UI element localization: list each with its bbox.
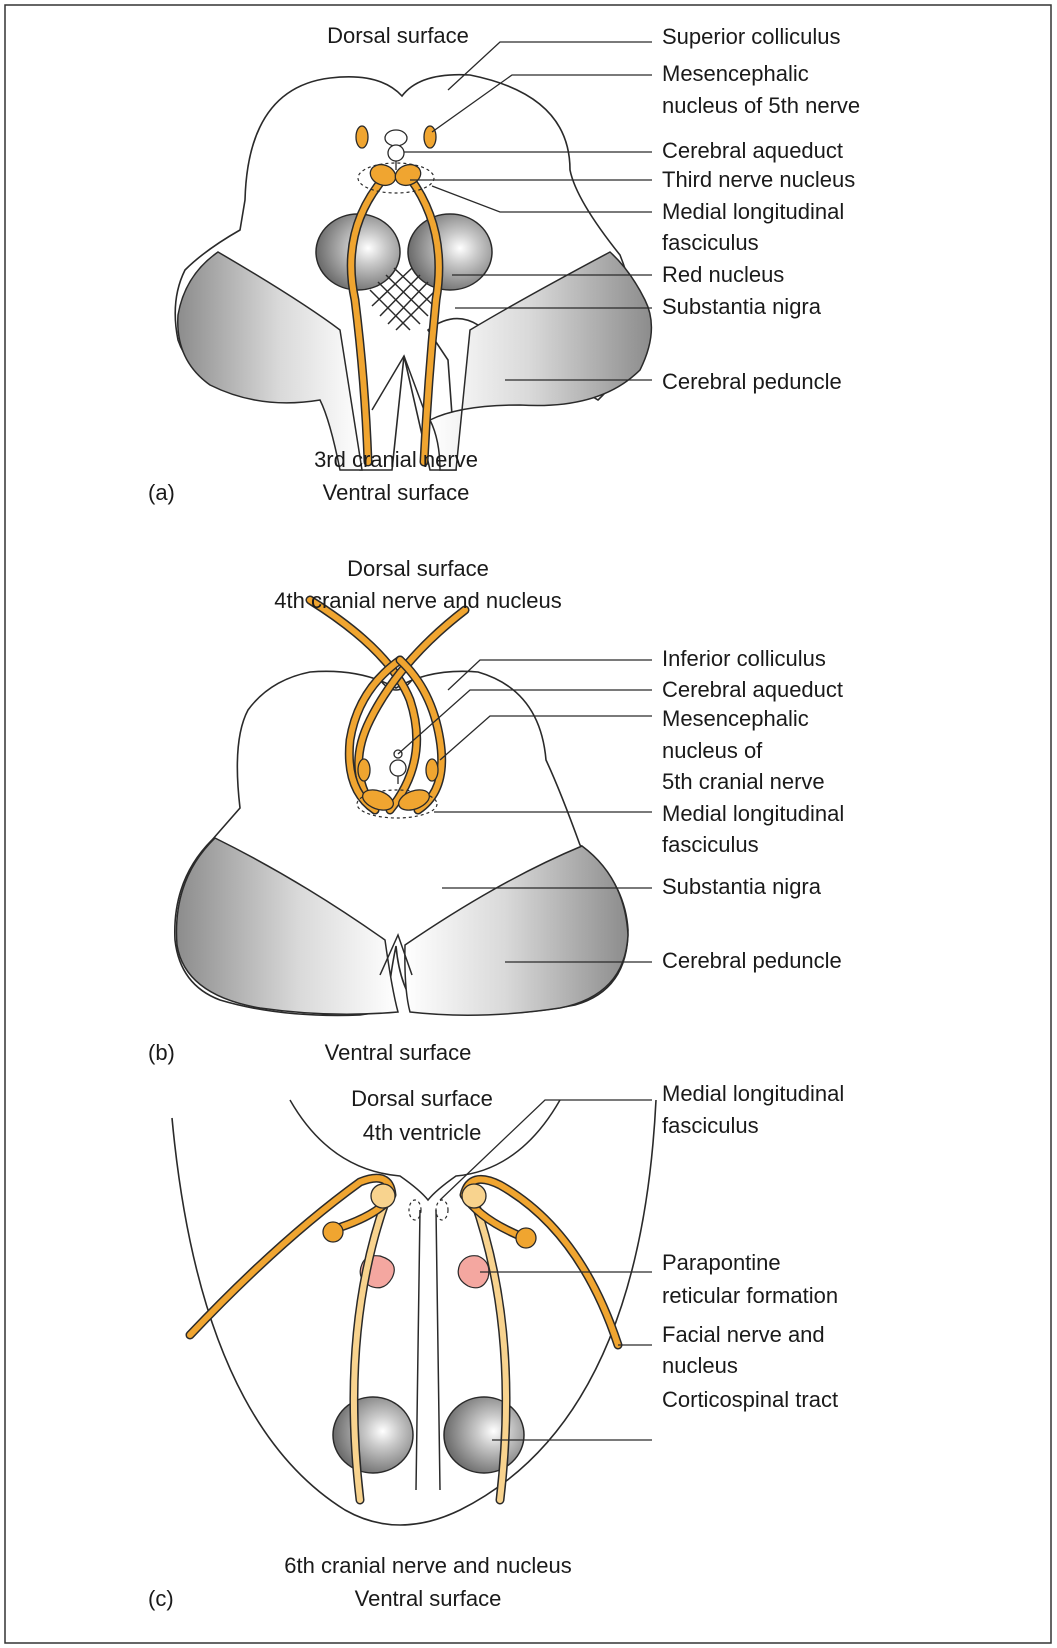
panel-b-notch xyxy=(379,932,413,976)
panel-a-aqueduct-bottom xyxy=(387,144,405,162)
panel-a: Dorsal surface Superior colliculus Mesen… xyxy=(148,23,860,505)
panel-a-label-mesencephalic-2: nucleus of 5th nerve xyxy=(662,93,860,118)
panel-a-notch xyxy=(371,354,425,411)
panel-a-leaders xyxy=(404,41,652,381)
panel-c-label-corticospinal: Corticospinal tract xyxy=(662,1387,838,1412)
panel-c-ventricle: 4th ventricle xyxy=(363,1120,482,1145)
panel-a-nerve-caption: 3rd cranial nerve xyxy=(314,447,478,472)
panel-c-corticospinal-right xyxy=(443,1396,525,1474)
panel-a-label-third-nerve-nucleus: Third nerve nucleus xyxy=(662,167,855,192)
panel-b-mesencephalic-right xyxy=(425,758,439,782)
panel-c-dorsal: Dorsal surface xyxy=(351,1086,493,1111)
panel-c: Dorsal surface 4th ventricle Medial long… xyxy=(148,1081,844,1611)
panel-b-label-cerebral-aqueduct: Cerebral aqueduct xyxy=(662,677,843,702)
panel-b-label-mesencephalic-2: nucleus of xyxy=(662,738,763,763)
panel-b-leaders xyxy=(397,659,652,963)
panel-a-aqueduct-top xyxy=(384,129,408,147)
panel-c-label-ppf-1: Parapontine xyxy=(662,1250,781,1275)
panel-b-fourth-nerve-left-fill xyxy=(307,597,420,813)
panel-b-fourth-nucleus-left xyxy=(362,789,394,811)
panel-b-mlf-dashed xyxy=(356,789,438,819)
panel-a-label-mlf-2: fasciculus xyxy=(662,230,759,255)
panel-c-sixth-nucleus-right xyxy=(461,1183,487,1209)
panel-c-label-ppf-2: reticular formation xyxy=(662,1283,838,1308)
panel-b-fourth-nerve-loop-right-fill xyxy=(397,657,445,813)
panel-a-label-mlf-1: Medial longitudinal xyxy=(662,199,844,224)
panel-b-label-mesencephalic-3: 5th cranial nerve xyxy=(662,769,825,794)
panel-c-label-facial-2: nucleus xyxy=(662,1353,738,1378)
panel-b-dorsal: Dorsal surface xyxy=(347,556,489,581)
panel-b-left-peduncle xyxy=(175,837,399,1015)
panel-c-mlf-right xyxy=(435,1199,449,1221)
panel-b-label-mlf-2: fasciculus xyxy=(662,832,759,857)
panel-a-dorsal: Dorsal surface xyxy=(327,23,469,48)
panel-a-label-cerebral-peduncle: Cerebral peduncle xyxy=(662,369,842,394)
panel-b-ventral: Ventral surface xyxy=(325,1040,472,1065)
panel-c-facial-nucleus-right xyxy=(515,1227,537,1249)
panel-c-raphe xyxy=(415,1209,441,1491)
panel-b-label-mesencephalic-1: Mesencephalic xyxy=(662,706,809,731)
panel-c-mlf-left xyxy=(408,1199,422,1221)
panel-c-ventricle xyxy=(289,1099,561,1202)
panel-a-mlf-dashed xyxy=(357,162,435,194)
panel-c-facial-nucleus-left xyxy=(322,1221,344,1243)
panel-a-label-mesencephalic-1: Mesencephalic xyxy=(662,61,809,86)
panel-a-left-peduncle xyxy=(177,251,363,471)
panel-a-label-superior-colliculus: Superior colliculus xyxy=(662,24,841,49)
panel-a-label-cerebral-aqueduct: Cerebral aqueduct xyxy=(662,138,843,163)
panel-c-sixth-nucleus-left xyxy=(370,1183,396,1209)
panel-a-crossing-fibres xyxy=(369,267,437,331)
panel-b: Dorsal surface 4th cranial nerve and nuc… xyxy=(148,556,844,1065)
panel-b-fourth-nucleus-right xyxy=(398,789,430,811)
panel-c-outline xyxy=(171,1099,657,1526)
panel-b-aqueduct-bottom xyxy=(389,759,407,777)
panel-b-nerve-caption: 4th cranial nerve and nucleus xyxy=(274,588,561,613)
panel-a-right-peduncle xyxy=(428,251,653,471)
panel-a-mesencephalic-right xyxy=(423,125,437,149)
panel-a-mesencephalic-left xyxy=(355,125,369,149)
panel-a-third-nerve-left-fill xyxy=(348,175,387,465)
panel-c-leaders xyxy=(439,1099,652,1441)
panel-b-fourth-nerve-right-fill xyxy=(355,607,468,813)
panel-b-mesencephalic-left xyxy=(357,758,371,782)
panel-a-red-nucleus-right xyxy=(407,213,493,291)
panel-b-label-cerebral-peduncle: Cerebral peduncle xyxy=(662,948,842,973)
panel-a-label-substantia-nigra: Substantia nigra xyxy=(662,294,822,319)
panel-c-sixth-nerve-right xyxy=(471,1197,510,1503)
panel-c-corticospinal-left xyxy=(332,1396,414,1474)
panel-b-label-inferior-colliculus: Inferior colliculus xyxy=(662,646,826,671)
panel-b-fourth-nerve-loop-left-fill xyxy=(346,657,403,813)
panel-a-third-nerve-right-fill xyxy=(407,175,442,465)
panel-c-sixth-nerve-left xyxy=(350,1197,389,1503)
panel-c-label-facial-1: Facial nerve and xyxy=(662,1322,825,1347)
panel-c-label-mlf-1: Medial longitudinal xyxy=(662,1081,844,1106)
panel-c-facial-left xyxy=(187,1175,395,1338)
panel-b-label-substantia-nigra: Substantia nigra xyxy=(662,874,822,899)
panel-c-nerve-caption: 6th cranial nerve and nucleus xyxy=(284,1553,571,1578)
panel-a-ventral: Ventral surface xyxy=(323,480,470,505)
figure-border xyxy=(4,4,1052,1644)
panel-c-label-mlf-2: fasciculus xyxy=(662,1113,759,1138)
panel-b-dorsal-notch xyxy=(379,679,413,691)
panel-a-letter: (a) xyxy=(148,480,175,505)
panel-a-label-red-nucleus: Red nucleus xyxy=(662,262,784,287)
panel-c-letter: (c) xyxy=(148,1586,174,1611)
panel-b-label-mlf-1: Medial longitudinal xyxy=(662,801,844,826)
panel-b-letter: (b) xyxy=(148,1040,175,1065)
panel-c-ventral: Ventral surface xyxy=(355,1586,502,1611)
